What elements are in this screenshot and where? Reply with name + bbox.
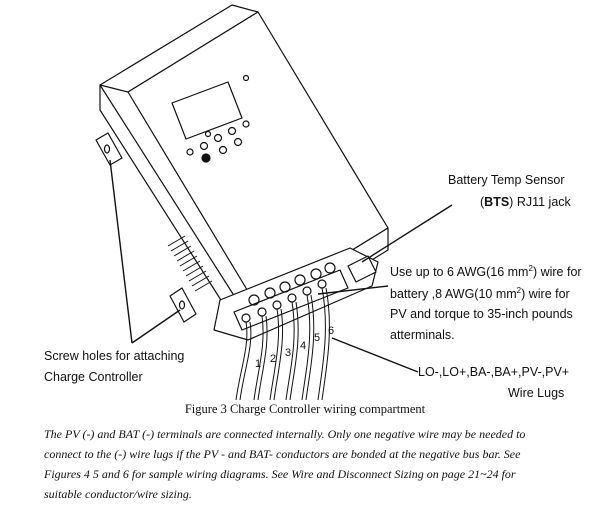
rj11-jack <box>347 255 377 283</box>
awg-label-line4: atterminals. <box>390 328 455 342</box>
lcd-display <box>171 81 243 140</box>
paragraph-line-1: The PV (-) and BAT (-) terminals are con… <box>44 427 526 441</box>
wire-lugs-label-line2: Wire Lugs <box>508 386 565 400</box>
button-8 <box>204 130 212 138</box>
wire-number-1: 1 <box>255 358 261 370</box>
button-6 <box>218 145 228 155</box>
screw-holes-label-line1: Screw holes for attaching <box>44 349 185 363</box>
button-5 <box>242 120 250 128</box>
wire-lugs-label-line1: LO-,LO+,BA-,BA+,PV-,PV+ <box>418 365 570 379</box>
button-2 <box>199 141 209 151</box>
leader-screw-bottom <box>131 309 181 344</box>
power-button <box>201 153 211 163</box>
wire-numbers: 1 2 3 4 5 6 <box>255 325 334 370</box>
bts-abbrev: BTS <box>484 195 510 209</box>
charge-controller-drawing: 1 2 3 4 5 6 <box>95 4 453 400</box>
screw-hole-bottom <box>178 300 186 310</box>
description-paragraph: The PV (-) and BAT (-) terminals are con… <box>44 424 564 504</box>
awg-label-line1: Use up to 6 AWG(16 mm2) wire for <box>390 263 582 279</box>
wire-number-3: 3 <box>285 347 291 359</box>
button-1 <box>186 148 194 156</box>
screw-holes-label-line2: Charge Controller <box>44 370 143 384</box>
figure-caption: Figure 3 Charge Controller wiring compar… <box>184 402 426 416</box>
vent-slots <box>167 235 213 292</box>
button-3 <box>213 133 223 143</box>
led-indicator <box>242 74 250 82</box>
screw-hole-top <box>103 144 111 154</box>
paragraph-line-2: connect to the (-) wire lugs if the PV -… <box>44 447 521 461</box>
bts-label-line1: Battery Temp Sensor <box>448 173 565 187</box>
terminal-block <box>233 269 349 331</box>
awg-label-line3: PV and torque to 35-inch pounds <box>390 307 573 321</box>
leader-bts <box>361 204 453 263</box>
bts-label-line2: (BTS) RJ11 jack <box>480 195 571 209</box>
wire-number-6: 6 <box>328 325 334 337</box>
mounting-bracket-bottom <box>169 287 197 323</box>
wire-number-5: 5 <box>314 332 320 344</box>
wire-number-2: 2 <box>270 353 276 365</box>
wire-number-4: 4 <box>300 340 306 352</box>
leader-awg <box>317 285 389 295</box>
terminal-clamps <box>248 262 336 306</box>
leader-lugs <box>331 337 419 373</box>
paragraph-line-4: suitable conductor/wire sizing. <box>44 487 192 501</box>
button-7 <box>233 137 243 147</box>
paragraph-line-3: Figures 4 5 and 6 for sample wiring diag… <box>44 467 516 481</box>
button-4 <box>227 126 237 136</box>
leader-screw-top <box>109 159 133 344</box>
wires <box>235 287 330 400</box>
bts-jack-text: RJ11 jack <box>513 195 571 209</box>
awg-label-line2: battery ,8 AWG(10 mm2) wire for <box>390 285 570 301</box>
